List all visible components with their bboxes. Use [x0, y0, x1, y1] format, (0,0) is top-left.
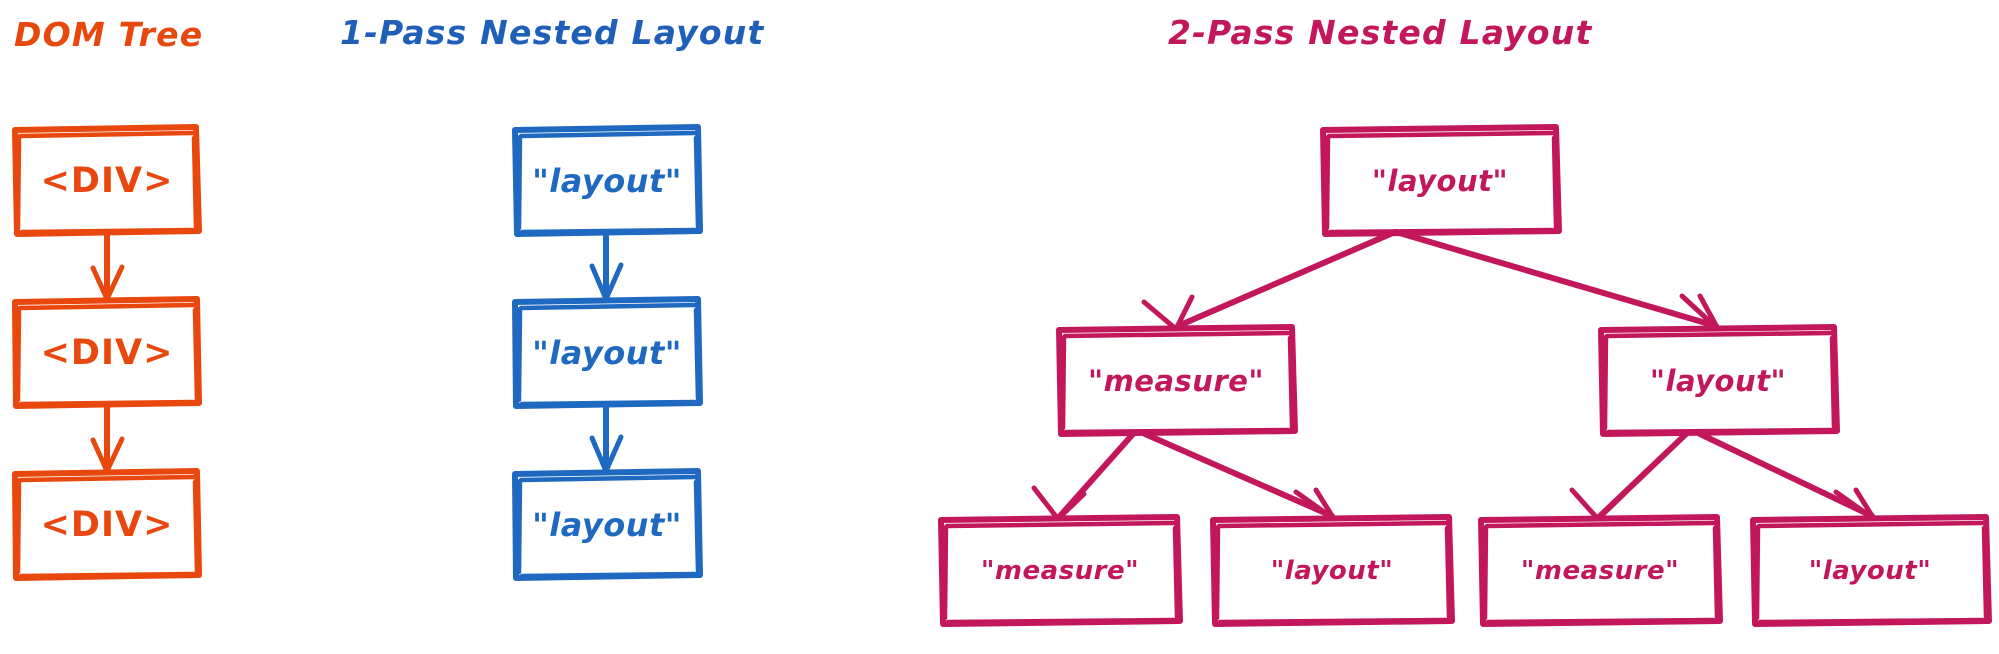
two-pass-leaf-3-label: "measure" — [1520, 556, 1680, 586]
two-pass-edge-layout-to-leaf4 — [1697, 431, 1877, 522]
two-pass-leaf-1-label: "measure" — [980, 556, 1140, 586]
two-pass-edge-measure-to-leaf1 — [1031, 431, 1136, 522]
two-pass-leaf-node-3: "measure" — [1480, 518, 1720, 624]
two-pass-leaf-node-1: "measure" — [940, 518, 1180, 624]
two-pass-leaf-node-2: "layout" — [1212, 518, 1452, 624]
two-pass-edge-layout-to-leaf3 — [1569, 431, 1689, 522]
dom-tree-node-2: <DIV> — [14, 300, 200, 406]
dom-tree-node-1: <DIV> — [14, 128, 200, 234]
dom-tree-arrow-1 — [90, 231, 125, 302]
one-pass-node-3-label: "layout" — [532, 506, 682, 544]
two-pass-leaf-node-4: "layout" — [1752, 518, 1988, 624]
dom-tree-arrow-2 — [90, 403, 125, 474]
one-pass-node-2-label: "layout" — [532, 334, 682, 372]
one-pass-arrow-1 — [589, 231, 624, 302]
dom-tree-node-2-label: <DIV> — [40, 332, 174, 373]
one-pass-node-1-label: "layout" — [532, 162, 682, 200]
panel-title-one-pass: 1-Pass Nested Layout — [340, 13, 765, 52]
two-pass-level1-measure-node: "measure" — [1058, 328, 1294, 434]
two-pass-leaf-4-label: "layout" — [1808, 556, 1932, 586]
dom-tree-node-3: <DIV> — [14, 472, 200, 578]
two-pass-leaf-2-label: "layout" — [1270, 556, 1394, 586]
two-pass-edge-root-to-measure — [1141, 229, 1398, 332]
one-pass-arrow-2 — [589, 403, 624, 474]
two-pass-level1-layout-label: "layout" — [1649, 363, 1787, 398]
two-pass-level1-measure-label: "measure" — [1087, 363, 1265, 398]
two-pass-level1-layout-node: "layout" — [1600, 328, 1836, 434]
one-pass-node-1: "layout" — [514, 128, 700, 234]
two-pass-edge-root-to-layout — [1393, 229, 1721, 332]
dom-tree-node-1-label: <DIV> — [40, 160, 174, 201]
one-pass-node-2: "layout" — [514, 300, 700, 406]
two-pass-edge-measure-to-leaf2 — [1142, 431, 1337, 522]
one-pass-node-3: "layout" — [514, 472, 700, 578]
panel-title-two-pass: 2-Pass Nested Layout — [1168, 13, 1593, 52]
two-pass-root-node: "layout" — [1322, 128, 1558, 234]
panel-title-dom-tree: DOM Tree — [14, 15, 204, 54]
two-pass-root-label: "layout" — [1371, 163, 1509, 198]
dom-tree-node-3-label: <DIV> — [40, 504, 174, 545]
